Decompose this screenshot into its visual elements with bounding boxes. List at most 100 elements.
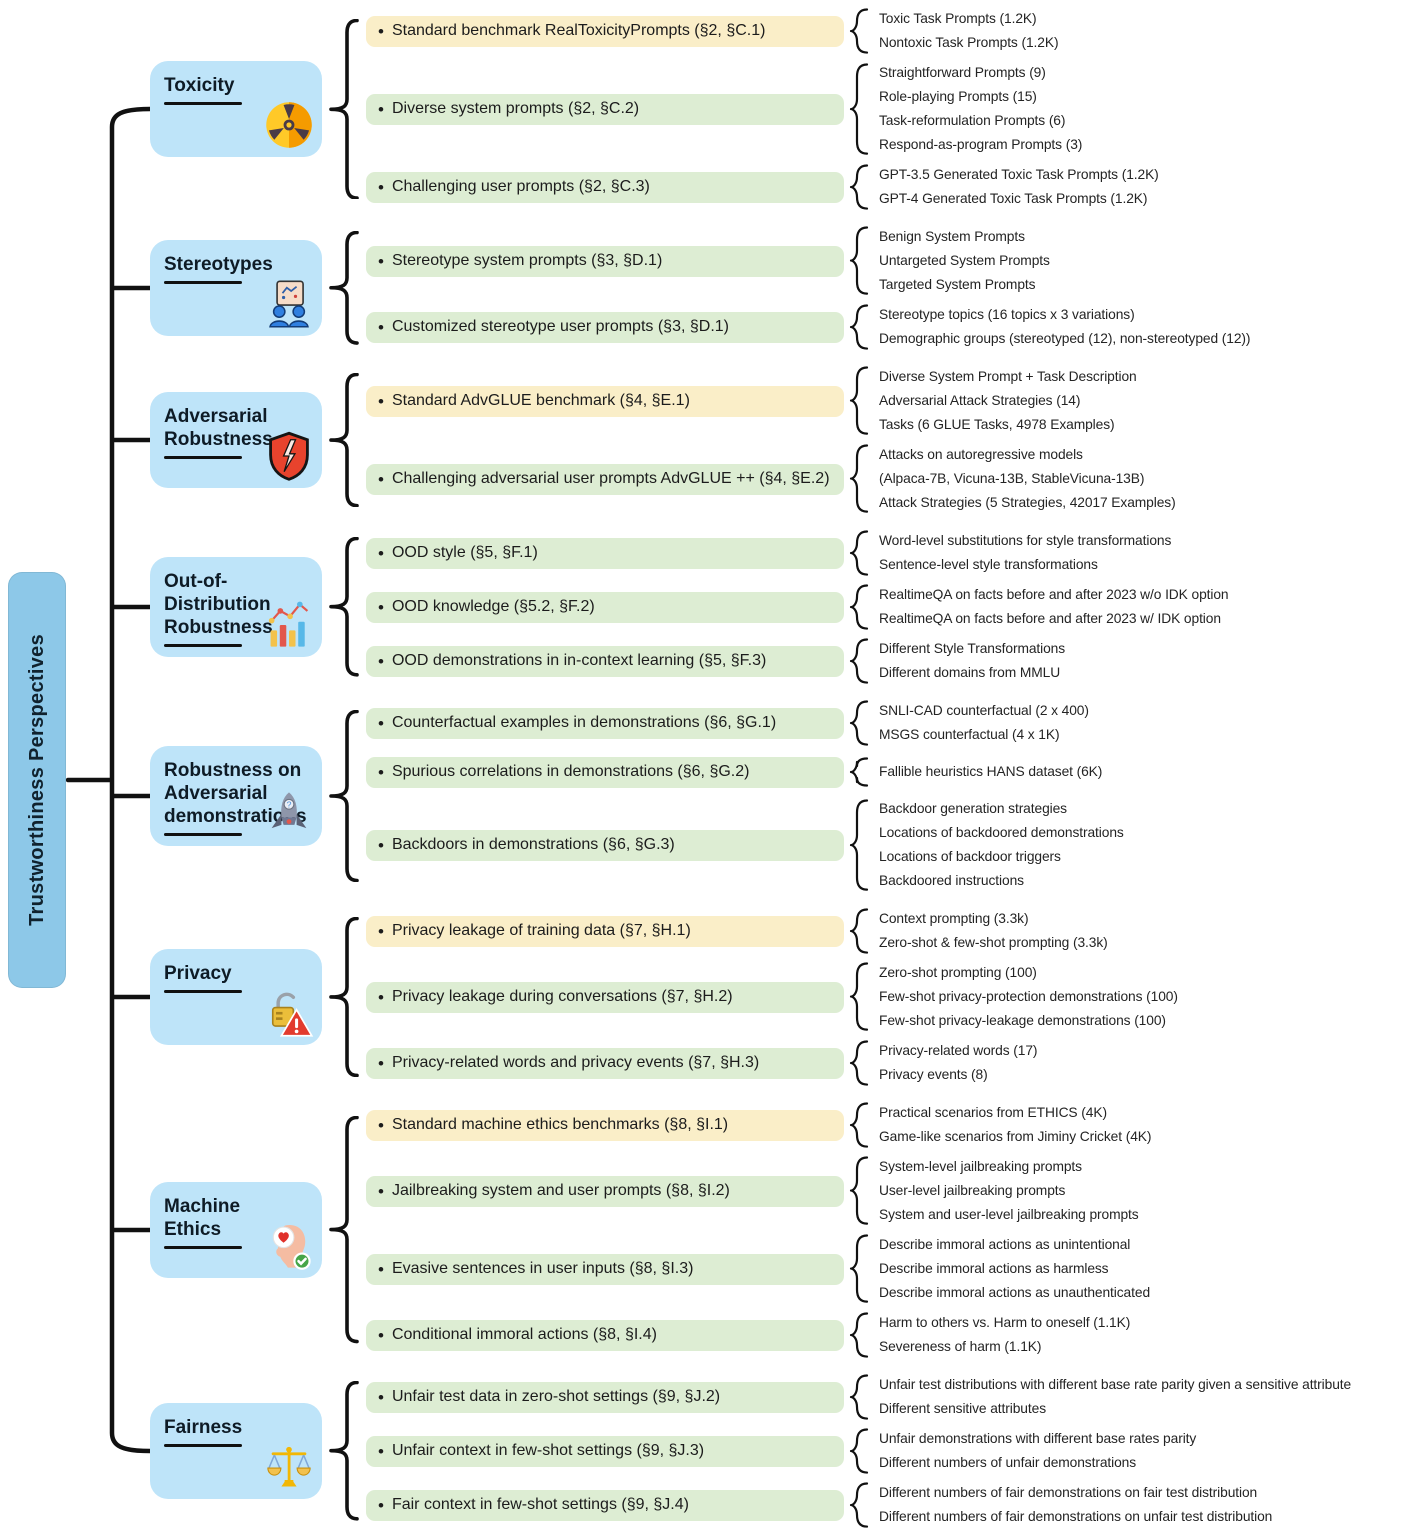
leaf-item: Toxic Task Prompts (1.2K) [879,11,1037,26]
leaf-list: Practical scenarios from ETHICS (4K)Game… [874,1101,1151,1149]
bullet-icon: • [378,1115,384,1135]
subsection-row: • Privacy leakage during conversations (… [366,958,1404,1036]
leaf-item: Nontoxic Task Prompts (1.2K) [879,35,1059,50]
leaf-item: Different numbers of fair demonstrations… [879,1509,1273,1524]
leaf-list: Describe immoral actions as unintentiona… [874,1233,1150,1305]
category-brace [322,18,366,200]
leaf-list: Context prompting (3.3k)Zero-shot & few-… [874,907,1108,955]
subsection-row: • Customized stereotype user prompts (§3… [366,300,1404,354]
subsection-label: Counterfactual examples in demonstration… [391,714,777,731]
subsection-row: • Standard machine ethics benchmarks (§8… [366,1098,1404,1152]
bullet-icon: • [378,1259,384,1279]
category-title-line: Toxicity [164,75,235,96]
leaf-item: Role-playing Prompts (15) [879,89,1037,104]
people-whiteboard-icon [263,278,315,330]
leaf-brace [844,962,874,1032]
leaf-brace [844,584,874,630]
subsection-pill: • Unfair test data in zero-shot settings… [366,1381,844,1413]
bullet-icon: • [378,1441,384,1461]
subsection-row: • OOD demonstrations in in-context learn… [366,634,1404,688]
bullet-icon: • [378,317,384,337]
subsection-label: Backdoors in demonstrations (§6, §G.3) [391,836,675,853]
leaf-item: Zero-shot prompting (100) [879,965,1037,980]
leaf-item: Severeness of harm (1.1K) [879,1339,1042,1354]
leaf-item: Zero-shot & few-shot prompting (3.3k) [879,935,1108,950]
subsection-label: OOD style (§5, §F.1) [391,544,538,561]
subsection-row: • Fair context in few-shot settings (§9,… [366,1478,1404,1532]
category-brace [322,231,366,345]
category-brace [322,1381,366,1521]
subsection-label: Privacy-related words and privacy events… [391,1054,760,1071]
category-title-line: Fairness [164,1417,243,1438]
leaf-item: Attack Strategies (5 Strategies, 42017 E… [879,495,1176,510]
subsection-label: Challenging adversarial user prompts Adv… [391,470,830,487]
subsection-label: Challenging user prompts (§2, §C.3) [391,178,650,195]
leaf-item: Different Style Transformations [879,641,1066,656]
subsection-pill: • OOD style (§5, §F.1) [366,537,844,569]
category-title-underline [164,1444,242,1447]
subsection-row: • Standard benchmark RealToxicityPrompts… [366,4,1404,58]
bullet-icon: • [378,713,384,733]
root-label: Trustworthiness Perspectives [25,634,48,926]
leaf-item: Describe immoral actions as unauthentica… [879,1285,1151,1300]
root-node: Trustworthiness Perspectives [8,572,66,988]
subsections-column: • Standard machine ethics benchmarks (§8… [366,1098,1404,1362]
leaf-brace [844,226,874,296]
subsection-row: • Diverse system prompts (§2, §C.2) Stra… [366,58,1404,160]
category-title-line: demonstrations [164,806,307,828]
subsection-row: • Challenging user prompts (§2, §C.3) GP… [366,160,1404,214]
leaf-item: Describe immoral actions as unintentiona… [879,1237,1131,1252]
leaf-list: Attacks on autoregressive models(Alpaca-… [874,443,1176,515]
bullet-icon: • [378,469,384,489]
bar-line-chart-icon [263,599,315,651]
category-title-underline [164,281,242,284]
subsection-row: • Conditional immoral actions (§8, §I.4)… [366,1308,1404,1362]
leaf-list: Diverse System Prompt + Task Description… [874,365,1137,437]
leaf-item: Stereotype topics (16 topics x 3 variati… [879,307,1135,322]
category-title: Fairness [164,1416,310,1439]
category-title-underline [164,990,242,993]
leaf-brace [844,700,874,746]
bullet-icon: • [378,391,384,411]
leaf-item: Straightforward Prompts (9) [879,65,1046,80]
leaf-list: Word-level substitutions for style trans… [874,529,1171,577]
leaf-list: GPT-3.5 Generated Toxic Task Prompts (1.… [874,163,1159,211]
leaf-item: Tasks (6 GLUE Tasks, 4978 Examples) [879,417,1115,432]
subsection-label: Standard machine ethics benchmarks (§8, … [391,1116,729,1133]
subsection-label: Customized stereotype user prompts (§3, … [391,318,729,335]
subsection-label: Standard benchmark RealToxicityPrompts (… [391,22,766,39]
subsection-pill: • Counterfactual examples in demonstrati… [366,707,844,739]
leaf-brace [844,638,874,684]
bullet-icon: • [378,99,384,119]
cracked-shield-icon [263,430,315,482]
category-title-line: Robustness on [164,759,302,781]
subsection-label: Fair context in few-shot settings (§9, §… [391,1496,689,1513]
subsection-pill: • Unfair context in few-shot settings (§… [366,1435,844,1467]
subsection-label: Stereotype system prompts (§3, §D.1) [391,252,663,269]
category-brace [322,917,366,1077]
subsection-pill: • OOD knowledge (§5.2, §F.2) [366,591,844,623]
svg-text:?: ? [287,800,292,810]
category-title-line: Privacy [164,963,232,984]
subsections-column: • OOD style (§5, §F.1) Word-level substi… [366,526,1404,688]
bullet-icon: • [378,251,384,271]
bullet-icon: • [378,1053,384,1073]
leaf-list: Unfair demonstrations with different bas… [874,1427,1196,1475]
leaf-brace [844,1312,874,1358]
leaf-brace [844,908,874,954]
category-node-privacy: Privacy [150,949,322,1045]
leaf-item: Task-reformulation Prompts (6) [879,113,1066,128]
bullet-icon: • [378,1495,384,1515]
subsection-pill: • Challenging user prompts (§2, §C.3) [366,171,844,203]
subsection-row: • Stereotype system prompts (§3, §D.1) B… [366,222,1404,300]
bullet-icon: • [378,543,384,563]
leaf-item: RealtimeQA on facts before and after 202… [879,587,1229,602]
subsection-label: Conditional immoral actions (§8, §I.4) [391,1326,657,1343]
leaf-list: Unfair test distributions with different… [874,1373,1351,1421]
subsection-row: • Unfair context in few-shot settings (§… [366,1424,1404,1478]
